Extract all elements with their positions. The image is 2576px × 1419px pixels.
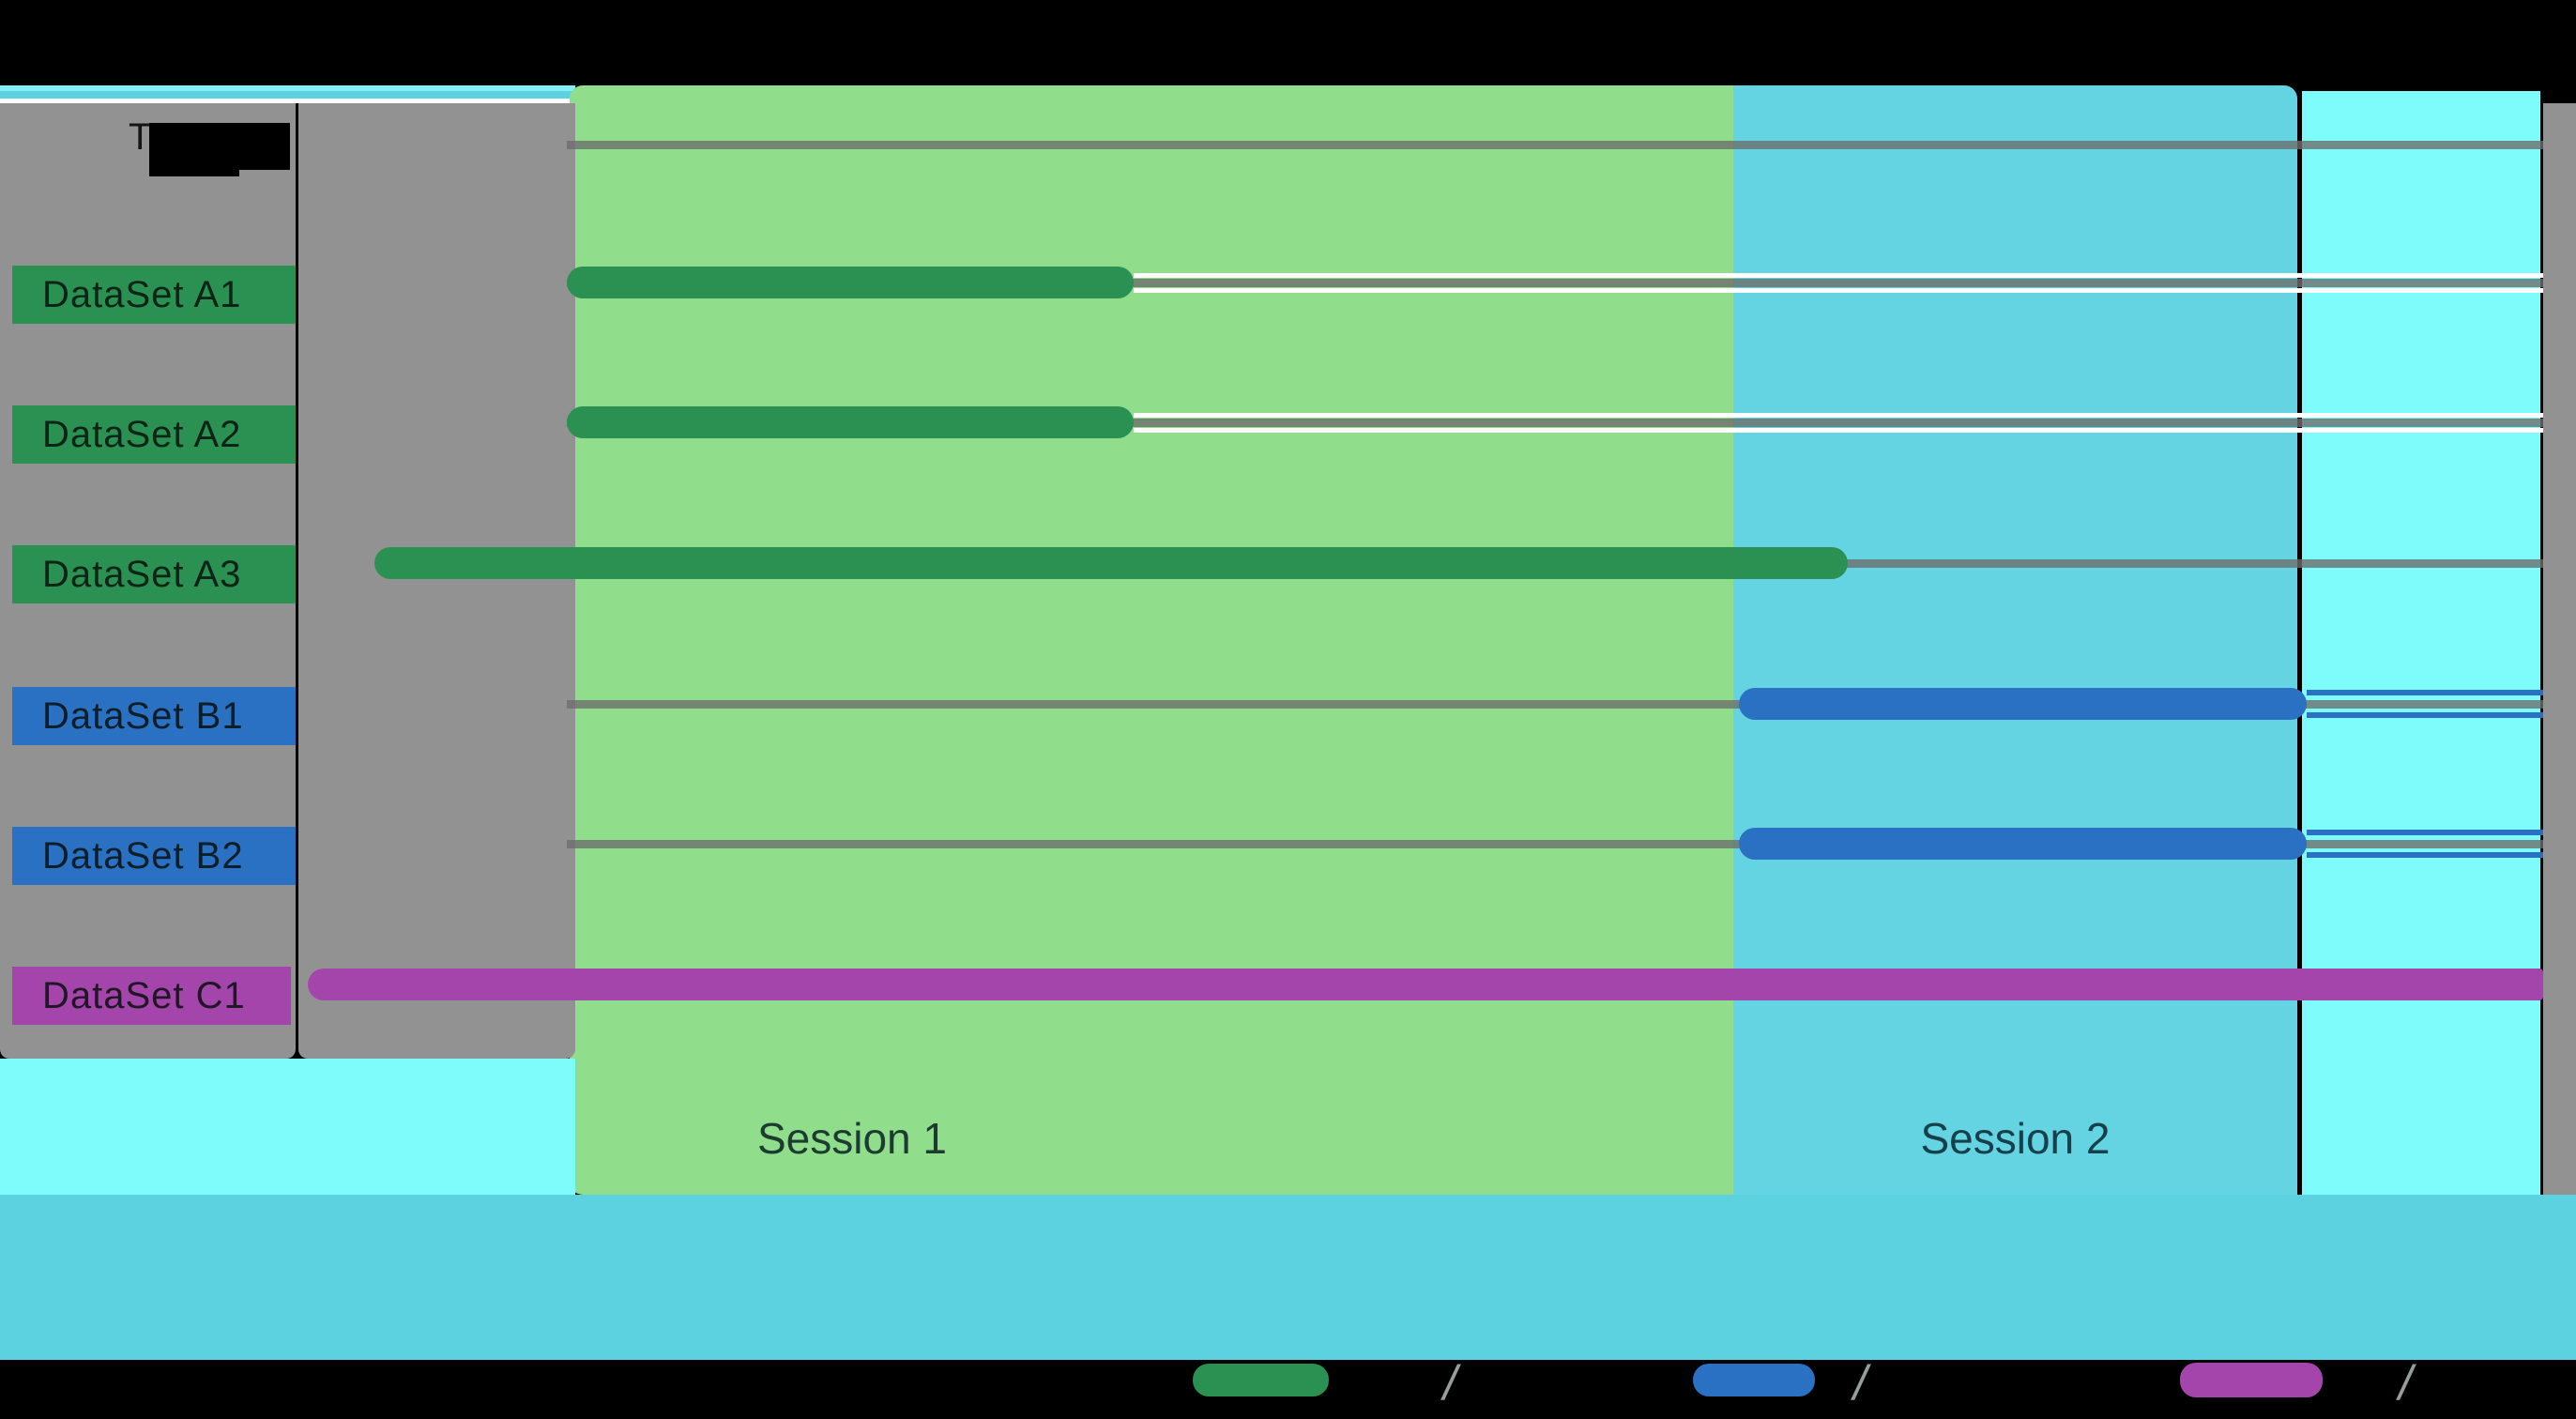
row-gridline: [567, 141, 2543, 149]
left-gutter-panel-2: [298, 103, 575, 1059]
top-black-band: [0, 0, 2576, 85]
task-label-text: DataSet A3: [42, 553, 242, 595]
gutter-strip-white: [0, 99, 575, 103]
bar-casing-bottom: [1134, 428, 2543, 433]
legend-slash-glyph: /: [1443, 1356, 1457, 1411]
gutter-strip-mid: [0, 91, 575, 99]
redaction-box-tail: [149, 165, 239, 176]
task-label-text: DataSet C1: [42, 974, 246, 1016]
task-label: DataSet B2: [12, 827, 296, 885]
right-gray-strip: [2543, 103, 2576, 1195]
gutter-strip-light: [0, 85, 575, 91]
task-label-text: DataSet B2: [42, 834, 244, 877]
task-label: DataSet B1: [12, 687, 296, 745]
bar-casing-bottom: [2307, 712, 2543, 718]
task-bar: [567, 406, 1134, 438]
task-label-text: DataSet A1: [42, 273, 242, 315]
row-gridline: [567, 700, 2543, 709]
task-label-text: DataSet B1: [42, 694, 244, 737]
row-gridline: [567, 419, 2543, 427]
bar-casing-bottom: [1134, 288, 2543, 293]
session1-label-text: Session 1: [756, 1114, 947, 1163]
task-bar: [1739, 828, 2307, 860]
legend-swatch-green: [1193, 1364, 1329, 1396]
task-bar: [374, 547, 1848, 579]
bar-casing-bottom: [2307, 852, 2543, 858]
row-gridline: [567, 279, 2543, 287]
session2-label-text: Session 2: [1920, 1114, 2111, 1163]
bar-casing-top: [2307, 690, 2543, 695]
bar-casing-top: [2307, 830, 2543, 835]
task-label: DataSet A3: [12, 545, 296, 603]
task-label: DataSet C1: [12, 967, 291, 1025]
legend-slash-glyph: /: [2399, 1356, 2413, 1411]
row-gridline: [567, 840, 2543, 848]
session2-column: [1733, 85, 2297, 1195]
redaction-box: [149, 123, 290, 170]
session1-label: Session 1: [567, 1113, 1137, 1164]
bar-casing-top: [1134, 413, 2543, 418]
bar-casing-top: [1134, 273, 2543, 278]
gutter-bottom-aqua: [0, 1059, 575, 1195]
task-label: DataSet A2: [12, 405, 296, 464]
task-bar: [1739, 688, 2307, 720]
task-bar: [308, 969, 2543, 1000]
legend-swatch-blue: [1693, 1364, 1815, 1396]
legend-slash-glyph: /: [1853, 1356, 1867, 1411]
task-bar: [567, 267, 1134, 298]
legend-swatch-purple: [2180, 1363, 2323, 1397]
task-label-text: DataSet A2: [42, 413, 242, 455]
bottom-cyan-band: [0, 1195, 2576, 1360]
session2-label: Session 2: [1733, 1113, 2297, 1164]
task-header-char: T: [129, 116, 152, 158]
task-label: DataSet A1: [12, 266, 296, 324]
